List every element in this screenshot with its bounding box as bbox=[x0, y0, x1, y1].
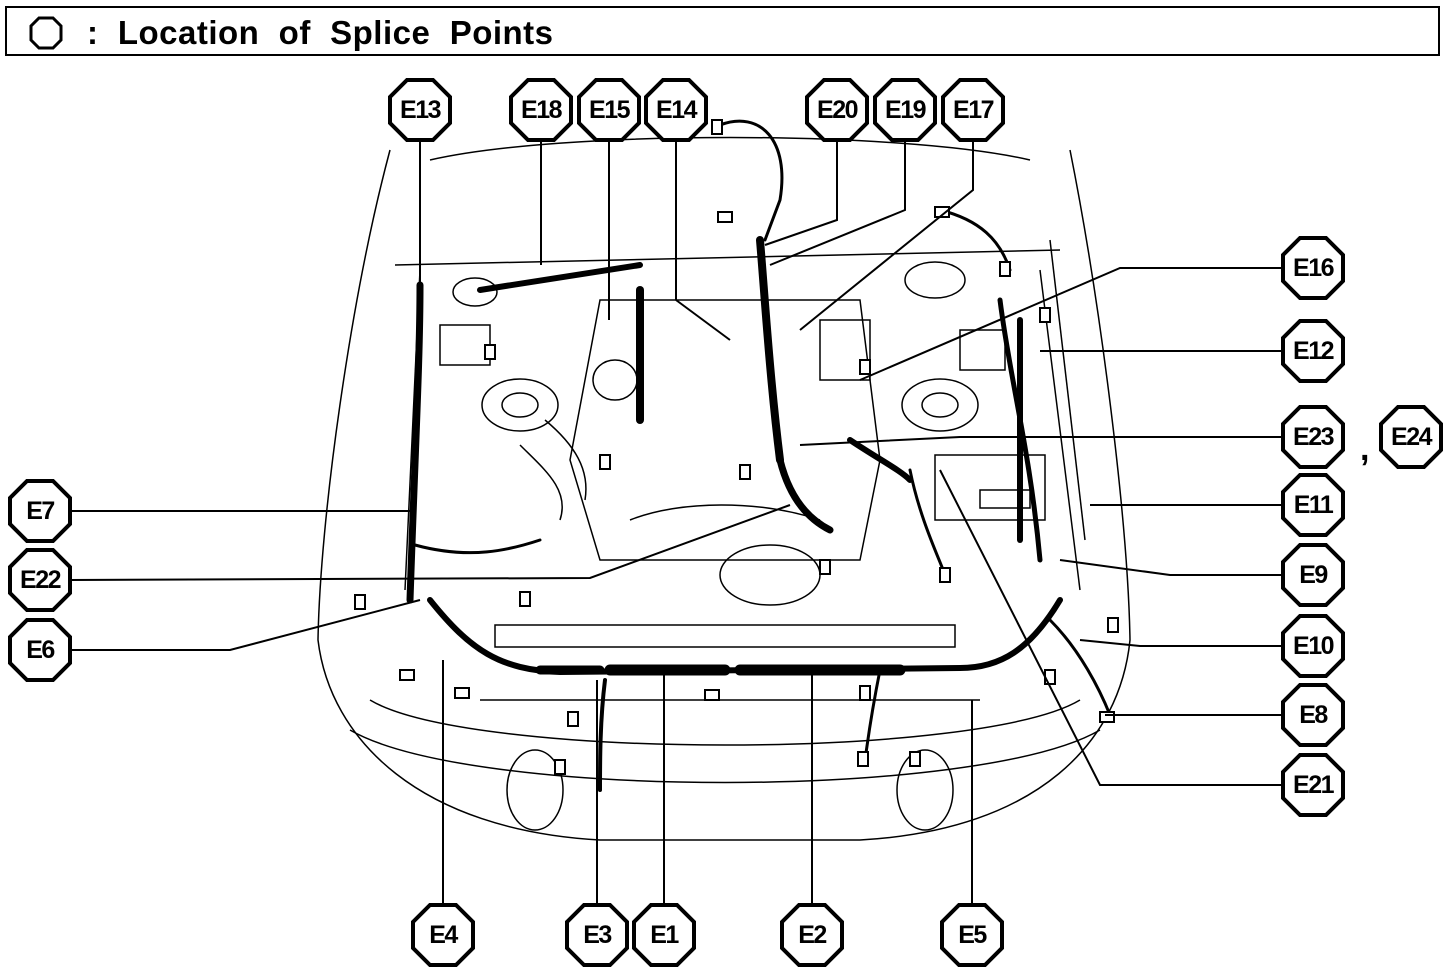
callout-E13-label: E13 bbox=[400, 96, 441, 124]
callout-E11-label: E11 bbox=[1294, 491, 1334, 519]
callout-E6: E6 bbox=[8, 618, 72, 682]
octagon-outline-icon bbox=[29, 16, 63, 50]
callout-E7-label: E7 bbox=[26, 497, 54, 525]
callout-E3-label: E3 bbox=[583, 921, 611, 949]
callout-E5: E5 bbox=[940, 903, 1004, 967]
callout-E9: E9 bbox=[1281, 543, 1345, 607]
callout-E14-label: E14 bbox=[656, 96, 698, 124]
callout-E8-label: E8 bbox=[1299, 701, 1328, 729]
callout-E17: E17 bbox=[941, 78, 1005, 142]
callout-E4-label: E4 bbox=[429, 921, 458, 949]
page-title: : Location of Splice Points bbox=[87, 14, 554, 51]
callout-E12-label: E12 bbox=[1293, 337, 1334, 365]
callout-E24-label: E24 bbox=[1391, 423, 1433, 451]
callout-E11: E11 bbox=[1281, 473, 1345, 537]
callout-E23-label: E23 bbox=[1293, 423, 1334, 451]
callout-E6-label: E6 bbox=[26, 636, 54, 664]
callout-E16: E16 bbox=[1281, 236, 1345, 300]
splice-callouts: E13 E18 E15 E14 E20 E19 E17 E16 E12 E23 … bbox=[8, 78, 1443, 967]
callout-E21-label: E21 bbox=[1293, 771, 1335, 799]
title-bar: : Location of Splice Points bbox=[5, 6, 1440, 56]
callout-E22-label: E22 bbox=[20, 566, 61, 594]
callout-E2: E2 bbox=[780, 903, 844, 967]
callout-E9-label: E9 bbox=[1299, 561, 1327, 589]
callout-E17-label: E17 bbox=[953, 96, 994, 124]
callout-E20: E20 bbox=[805, 78, 869, 142]
callout-E18: E18 bbox=[509, 78, 573, 142]
callout-E20-label: E20 bbox=[817, 96, 858, 124]
callout-E19: E19 bbox=[873, 78, 937, 142]
callout-E15: E15 bbox=[577, 78, 641, 142]
callout-E14: E14 bbox=[644, 78, 708, 142]
vehicle-outline bbox=[317, 136, 1131, 841]
callout-separator: , bbox=[1360, 430, 1369, 468]
callout-E22: E22 bbox=[8, 548, 72, 612]
callout-E18-label: E18 bbox=[521, 96, 563, 124]
callout-E16-label: E16 bbox=[1293, 254, 1334, 282]
callout-E8: E8 bbox=[1281, 683, 1345, 747]
callout-E3: E3 bbox=[565, 903, 629, 967]
callout-E23: E23 bbox=[1281, 405, 1345, 469]
callout-E24: E24 bbox=[1379, 405, 1443, 469]
callout-E15-label: E15 bbox=[589, 96, 631, 124]
callout-E1: E1 bbox=[632, 903, 696, 967]
callout-E7: E7 bbox=[8, 479, 72, 543]
wiring-harness bbox=[406, 119, 1112, 792]
callout-E1-label: E1 bbox=[650, 921, 679, 949]
leader-lines bbox=[69, 140, 1283, 905]
callout-E10: E10 bbox=[1281, 614, 1345, 678]
callout-E2-label: E2 bbox=[798, 921, 826, 949]
callout-E10-label: E10 bbox=[1293, 632, 1334, 660]
callout-E12: E12 bbox=[1281, 319, 1345, 383]
connectors bbox=[354, 119, 1119, 775]
callout-E19-label: E19 bbox=[885, 96, 926, 124]
callout-E5-label: E5 bbox=[958, 921, 987, 949]
callout-E13: E13 bbox=[388, 78, 452, 142]
callout-E4: E4 bbox=[411, 903, 475, 967]
callout-E21: E21 bbox=[1281, 753, 1345, 817]
